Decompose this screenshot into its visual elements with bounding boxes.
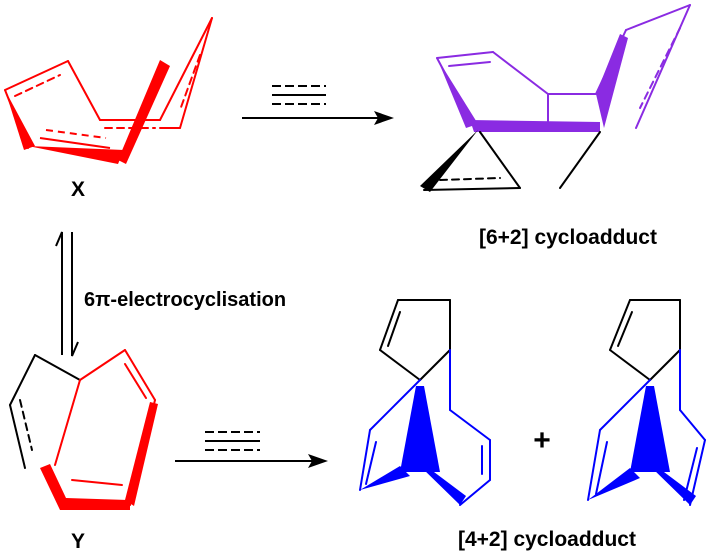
cycloadduct-62-label: [6+2] cycloadduct [479,226,657,249]
cycloadduct-42-isomer-b [587,299,706,506]
cycloadduct-42-label: [4+2] cycloadduct [458,528,636,551]
x-wedge-right [118,60,170,164]
reaction-arrow-bottom [175,454,328,468]
compound-y-structure [9,349,158,510]
alkyne-reagent-top [272,85,326,105]
alkyne-reagent-bottom [205,431,260,451]
plus-sign: + [533,424,551,457]
compound-x-label: X [71,178,85,201]
x-bottom-double [39,137,111,149]
x-wedge-bottom [28,146,124,164]
x-wedge-left [5,90,35,150]
reaction-arrow-top [242,111,394,125]
cycloadduct-42-isomer-a [359,299,491,506]
equilibrium-label: 6π-electrocyclisation [84,289,286,311]
x-bottom-dashed [45,129,107,139]
cycloadduct-62-structure [420,4,691,192]
compound-x-structure [4,17,213,149]
equilibrium-arrows [55,231,79,357]
compound-y-label: Y [71,530,85,553]
